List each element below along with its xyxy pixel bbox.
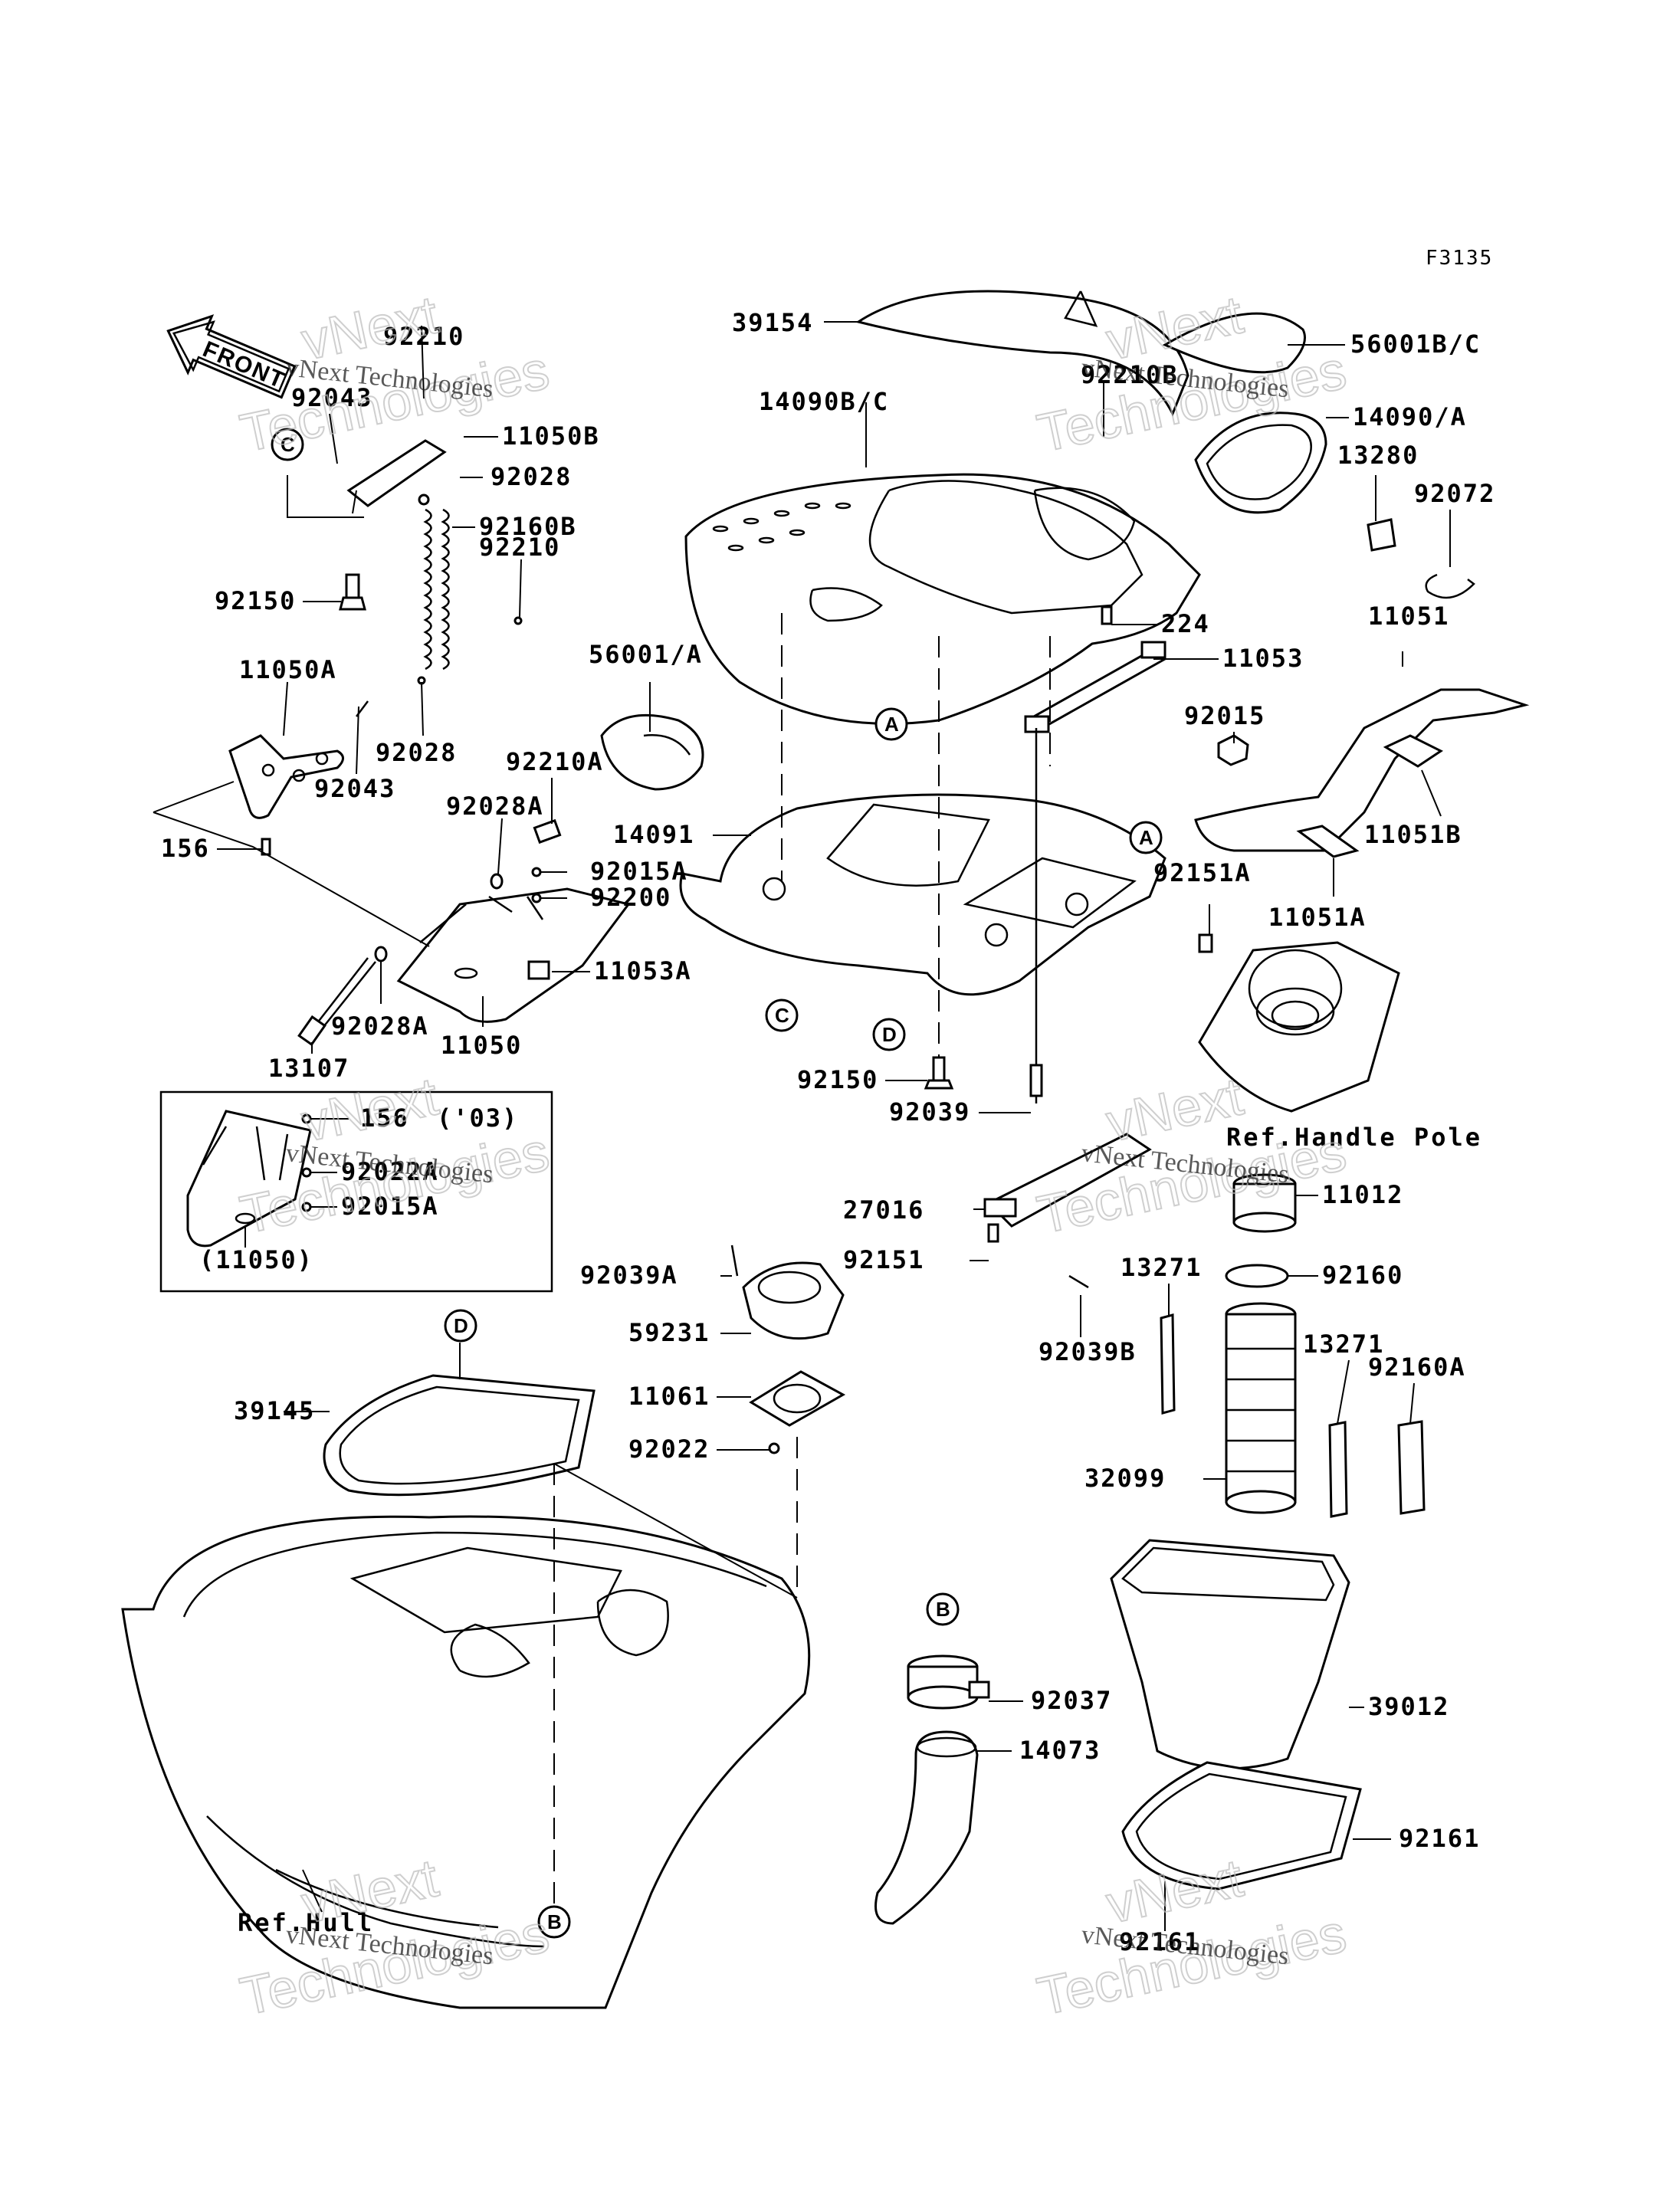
part-92150-left: 92150 [215, 586, 296, 615]
seat-assembly [600, 290, 1475, 1243]
part-14090a: 14090/A [1353, 402, 1467, 431]
part-92015: 92015 [1184, 701, 1265, 730]
part-11051b: 11051B [1364, 820, 1462, 849]
part-92072: 92072 [1414, 479, 1495, 508]
svg-text:D: D [454, 1314, 468, 1337]
part-156-inset: 156 [360, 1103, 409, 1133]
part-92210-mid: 92210 [479, 533, 560, 562]
svg-text:D: D [882, 1023, 897, 1046]
part-92160: 92160 [1322, 1261, 1403, 1290]
svg-text:Technologies: Technologies [1032, 1903, 1351, 2026]
part-11050: 11050 [441, 1031, 522, 1060]
part-39145: 39145 [234, 1396, 315, 1425]
part-92210a: 92210A [506, 747, 604, 776]
callout-a-top: A [874, 707, 908, 741]
part-92151: 92151 [843, 1245, 924, 1274]
part-92037: 92037 [1031, 1686, 1112, 1715]
part-11050b: 11050B [502, 421, 600, 451]
callout-d-bottom: D [444, 1309, 477, 1343]
part-32099: 32099 [1084, 1464, 1166, 1493]
part-11053a: 11053A [594, 956, 692, 985]
callout-a-right: A [1129, 821, 1163, 854]
part-11050a: 11050A [239, 655, 337, 684]
part-13271-a: 13271 [1121, 1253, 1202, 1282]
part-92039b: 92039B [1039, 1337, 1137, 1366]
handle-pole-assembly [874, 688, 1530, 1925]
inset-2003-box [159, 1090, 553, 1293]
part-92210b: 92210B [1081, 360, 1179, 389]
part-14073: 14073 [1019, 1736, 1101, 1765]
part-92043-top: 92043 [291, 383, 372, 412]
part-11012: 11012 [1322, 1180, 1403, 1209]
callout-b-right: B [926, 1592, 960, 1626]
part-92161-a: 92161 [1399, 1824, 1480, 1853]
part-224: 224 [1161, 609, 1210, 638]
part-92151a: 92151A [1153, 858, 1252, 887]
inset-caption: (11050) [199, 1245, 313, 1274]
hull-assembly [121, 1244, 846, 2009]
part-14090bc: 14090B/C [759, 387, 889, 416]
svg-text:vNext: vNext [1101, 1848, 1248, 1934]
svg-text:C: C [775, 1004, 789, 1027]
part-92022: 92022 [628, 1435, 710, 1464]
part-92200: 92200 [590, 883, 671, 912]
part-14091: 14091 [613, 820, 694, 849]
part-39154: 39154 [732, 308, 813, 337]
part-92210-top: 92210 [383, 322, 464, 351]
callout-c-left: C [271, 428, 304, 461]
part-11051a: 11051A [1268, 903, 1367, 932]
part-92160a: 92160A [1368, 1353, 1466, 1382]
part-92028a-top: 92028A [446, 792, 544, 821]
inset-year-label: ('03) [437, 1103, 518, 1133]
leader-lines [217, 321, 1451, 1931]
part-92160b: 92160B [479, 512, 577, 541]
part-13107: 13107 [268, 1054, 349, 1083]
part-156: 156 [161, 834, 210, 863]
callout-b-bottom: B [537, 1905, 571, 1939]
part-56001a: 56001/A [589, 640, 703, 669]
part-13271-b: 13271 [1303, 1330, 1384, 1359]
part-92150-mid: 92150 [797, 1065, 878, 1094]
part-59231: 59231 [628, 1318, 710, 1347]
grab-handle-assembly [153, 439, 631, 1047]
part-11053: 11053 [1222, 644, 1304, 673]
part-13280: 13280 [1337, 441, 1419, 470]
callout-c-mid: C [765, 998, 799, 1032]
part-92028-mid: 92028 [376, 738, 457, 767]
part-39012: 39012 [1368, 1692, 1449, 1721]
part-11061: 11061 [628, 1382, 710, 1411]
figure-code: F3135 [1426, 247, 1493, 270]
part-labels: 39154 56001B/C 92210B 14090B/C 14090/A 1… [161, 308, 1495, 1956]
ref-hull: Ref.Hull [238, 1908, 374, 1937]
watermark-bottom-right: vNext Technologies vNext Technologies [1032, 1847, 1352, 2027]
part-92161-b: 92161 [1119, 1927, 1200, 1956]
part-56001bc: 56001B/C [1350, 330, 1481, 359]
svg-text:B: B [547, 1910, 562, 1933]
part-92039: 92039 [889, 1097, 970, 1126]
svg-text:B: B [936, 1598, 950, 1621]
callout-d-mid: D [872, 1018, 906, 1051]
part-92015a-inset: 92015A [341, 1192, 439, 1221]
svg-text:A: A [884, 713, 899, 736]
part-92028a-bot: 92028A [331, 1012, 429, 1041]
part-27016: 27016 [843, 1195, 924, 1225]
svg-text:Technologies: Technologies [1032, 1121, 1351, 1244]
part-92028-top: 92028 [491, 462, 572, 491]
ref-handle-pole: Ref.Handle Pole [1226, 1123, 1482, 1152]
part-92039a: 92039A [580, 1261, 678, 1290]
svg-text:A: A [1139, 826, 1153, 849]
part-92015a: 92015A [590, 857, 688, 886]
part-92022a-inset: 92022A [341, 1157, 439, 1186]
svg-text:C: C [281, 433, 295, 456]
part-92043-mid: 92043 [314, 774, 395, 803]
part-11051: 11051 [1368, 602, 1449, 631]
front-arrow-icon: FRONT [166, 314, 297, 399]
